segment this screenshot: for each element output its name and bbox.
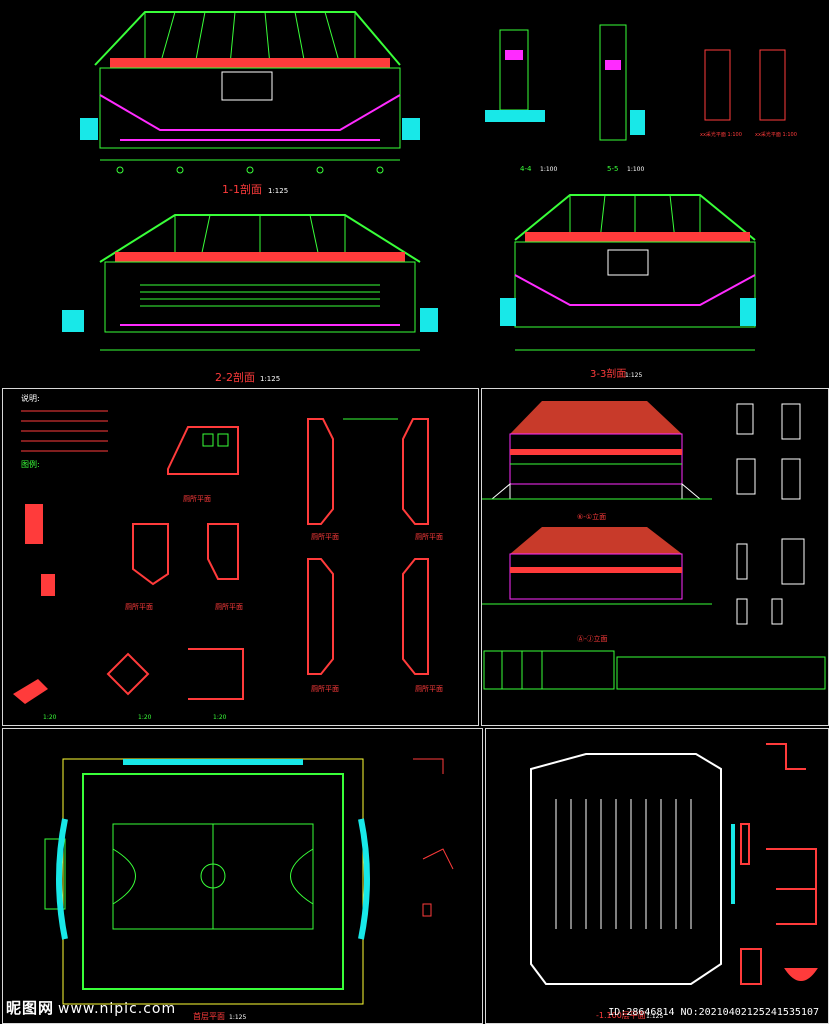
toilet-plan-2-label: 厕所平面: [311, 532, 339, 541]
detail-5-5-title: 5-5: [607, 165, 618, 173]
watermark-brand: 昵图网: [6, 999, 55, 1017]
detail-scale-label-3: 1:20: [213, 714, 227, 721]
sheet-ground-plan: 首层平面 1:125: [2, 728, 483, 1024]
lower-plan-details: [740, 743, 818, 985]
section-2-2: 2-2剖面 1:125: [62, 214, 438, 384]
elevation-2: [482, 527, 712, 605]
toilet-plan-6: [307, 558, 334, 675]
toilet-plan-7-label: 厕所平面: [415, 684, 443, 693]
section-3-3-title: 3-3剖面: [590, 367, 626, 380]
detail-5-5-scale: 1:100: [627, 166, 644, 173]
elevation-2-title: Ⓐ-Ⓙ立面: [577, 634, 608, 643]
toilet-plan-5-label: 厕所平面: [215, 602, 243, 611]
details-4-5: [485, 24, 786, 141]
window-strip: [483, 650, 826, 690]
toilet-plan-7: [402, 558, 429, 675]
lower-plan-drawing: -1.100层平面 1:125: [530, 743, 818, 1020]
detail-4-4-title: 4-4: [520, 165, 532, 173]
mini-plan-1-label: xx采光平面 1:100: [700, 131, 742, 138]
ground-plan-title: 首层平面: [193, 1011, 225, 1021]
image-id-text: ID:28646814 NO:20210402125241535107: [608, 1007, 819, 1018]
sheet-toilet-plans: 说明: 图例: 厕所平面 厕所平面 厕所平面 厕所平面 厕所平面 厕所平面 厕所…: [2, 388, 479, 726]
elevation-1: [482, 401, 712, 500]
toilet-plan-1-label: 厕所平面: [183, 494, 211, 503]
sheet-lower-plan: -1.100层平面 1:125: [485, 728, 829, 1024]
lower-plan-title: -1.100层平面: [596, 1011, 646, 1020]
toilet-plan-5: [207, 523, 239, 580]
toilet-plan-3-label: 厕所平面: [415, 532, 443, 541]
section-2-2-title: 2-2剖面: [215, 370, 255, 384]
wall-details-lower: [106, 648, 244, 700]
sheet-sections: 1-1剖面 1:125 4-4 1:100 5-5 1:100 xx采光平面 1…: [0, 0, 829, 386]
toilet-plans-drawing: 说明: 图例: 厕所平面 厕所平面 厕所平面 厕所平面 厕所平面 厕所平面 厕所…: [13, 393, 443, 721]
elevation-1-title: ⑥-①立面: [577, 512, 606, 521]
section-3-3: 3-3剖面 1:125: [500, 194, 756, 380]
wall-detail-a: [25, 504, 43, 544]
section-3-3-scale: 1:125: [625, 372, 642, 379]
toilet-plan-3: [402, 418, 429, 525]
sections-drawing: 1-1剖面 1:125 4-4 1:100 5-5 1:100 xx采光平面 1…: [62, 11, 797, 384]
toilet-plan-4-label: 厕所平面: [125, 602, 153, 611]
elevations-drawing: ⑥-①立面 Ⓐ-Ⓙ立面: [482, 401, 826, 690]
mini-plan-2-label: xx采光平面 1:100: [755, 131, 797, 138]
section-1-1-title: 1-1剖面: [222, 182, 262, 196]
legend-title: 图例:: [21, 459, 40, 469]
watermark-site: www.nipic.com: [58, 1001, 177, 1017]
section-2-2-scale: 1:125: [260, 375, 280, 383]
stair-details: [413, 758, 454, 917]
notes-title: 说明:: [21, 393, 40, 403]
detail-scale-label-2: 1:20: [138, 714, 152, 721]
ground-plan-drawing: 首层平面 1:125: [44, 758, 454, 1021]
toilet-plan-6-label: 厕所平面: [311, 684, 339, 693]
toilet-plan-4: [132, 523, 169, 586]
wall-detail-b: [41, 574, 55, 596]
notes-lines: [21, 410, 108, 452]
lower-plan-outline: [530, 753, 722, 985]
detail-scale-label-1: 1:20: [43, 714, 57, 721]
sheet-elevations: ⑥-①立面 Ⓐ-Ⓙ立面: [481, 388, 829, 726]
lower-plan-scale: 1:125: [646, 1013, 663, 1020]
window-elevations: [736, 403, 805, 625]
section-1-1: 1-1剖面 1:125: [80, 11, 420, 196]
seating-rows: [555, 799, 692, 929]
toilet-plan-2: [307, 418, 334, 525]
ground-plan-scale: 1:125: [229, 1014, 246, 1021]
toilet-plan-1: [167, 426, 239, 475]
section-1-1-scale: 1:125: [268, 187, 288, 195]
corner-detail: [13, 679, 48, 704]
detail-4-4-scale: 1:100: [540, 166, 557, 173]
